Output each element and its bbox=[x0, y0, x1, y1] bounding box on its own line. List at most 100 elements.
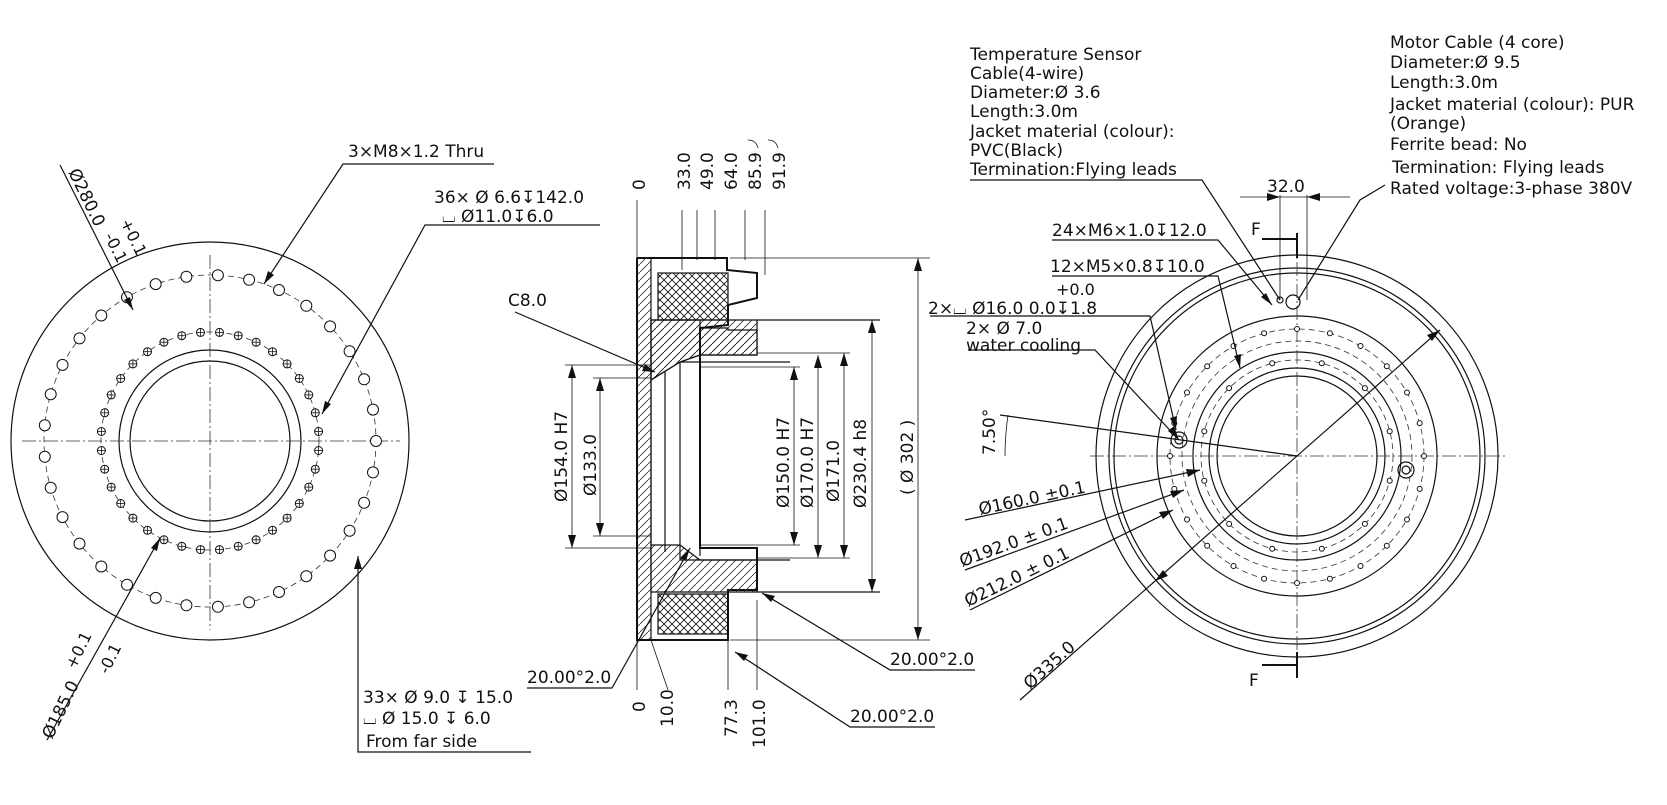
arrow-160 bbox=[1186, 469, 1200, 477]
dim-bottom-10: 10.0 bbox=[658, 689, 678, 727]
temp-sensor-note: Temperature Sensor Cable(4-wire) Diamete… bbox=[969, 45, 1177, 180]
mounting-hole bbox=[56, 358, 69, 371]
arrow-water bbox=[1168, 426, 1179, 440]
label-dia-160: Ø160.0 ±0.1 bbox=[977, 478, 1088, 520]
dim-bottom-101: 101.0 bbox=[750, 699, 770, 748]
housing-upper bbox=[650, 319, 758, 382]
m5-hole bbox=[1361, 520, 1368, 527]
svg-text:(Orange): (Orange) bbox=[1390, 114, 1466, 134]
m5-hole bbox=[1201, 428, 1208, 435]
mounting-hole bbox=[38, 419, 51, 432]
leader-angle-right-bottom bbox=[734, 651, 935, 728]
label-dia-133: Ø133.0 bbox=[581, 434, 601, 496]
m6-hole bbox=[1326, 575, 1333, 582]
label-tol-plus: +0.0 bbox=[1056, 280, 1095, 299]
label-dia-154: Ø154.0 H7 bbox=[552, 411, 572, 502]
left-view: Ø280.0 +0.1 -0.1 3×M8×1.2 Thru 36× Ø 6.6… bbox=[10, 142, 600, 753]
winding-bottom bbox=[657, 593, 729, 635]
top-dim-leaders bbox=[636, 139, 779, 275]
mounting-hole bbox=[343, 345, 356, 358]
leader-motor-cable bbox=[1297, 184, 1386, 301]
mounting-hole bbox=[44, 481, 57, 494]
dim-bottom-773: 77.3 bbox=[722, 699, 742, 737]
leader-m5 bbox=[1052, 275, 1241, 369]
svg-text:Cable(4-wire): Cable(4-wire) bbox=[970, 64, 1084, 84]
label-c8: C8.0 bbox=[508, 291, 547, 311]
label-from-far-side: From far side bbox=[366, 732, 477, 752]
svg-text:Diameter:Ø 9.5: Diameter:Ø 9.5 bbox=[1390, 53, 1521, 73]
svg-text:Termination:Flying leads: Termination:Flying leads bbox=[969, 160, 1177, 180]
m5-hole bbox=[1361, 385, 1368, 392]
dim-32-arrow-r bbox=[1307, 193, 1320, 201]
label-holes-9: 33× Ø 9.0 ↧ 15.0 bbox=[363, 688, 513, 708]
m6-hole bbox=[1416, 485, 1423, 492]
mounting-hole bbox=[95, 560, 108, 573]
label-holes-9-cbore: ⌴ Ø 15.0 ↧ 6.0 bbox=[363, 709, 491, 729]
m6-hole bbox=[1404, 516, 1410, 523]
mounting-hole bbox=[370, 435, 382, 447]
svg-text:Diameter:Ø 3.6: Diameter:Ø 3.6 bbox=[970, 83, 1101, 103]
mounting-hole bbox=[273, 586, 285, 598]
mounting-hole bbox=[73, 537, 86, 550]
dim-32-arrow-l bbox=[1267, 193, 1280, 201]
m6-hole bbox=[1357, 563, 1364, 569]
leader-750 bbox=[999, 414, 1298, 457]
arrow-c8 bbox=[642, 364, 655, 372]
mounting-hole bbox=[56, 511, 69, 524]
m5-hole bbox=[1201, 477, 1208, 484]
label-dia-171: Ø171.0 bbox=[824, 440, 844, 502]
label-dia-302: ( Ø 302 ) bbox=[898, 420, 918, 495]
plate-section bbox=[636, 257, 652, 641]
motor-cable-note: Motor Cable (4 core) Diameter:Ø 9.5 Leng… bbox=[1389, 33, 1635, 199]
svg-text:Temperature Sensor: Temperature Sensor bbox=[969, 45, 1141, 65]
dim-bottom-0: 0 bbox=[630, 701, 650, 712]
svg-text:Ferrite bead: No: Ferrite bead: No bbox=[1390, 135, 1527, 155]
arrow-angle-left bbox=[680, 548, 690, 561]
label-water-cooling: water cooling bbox=[966, 336, 1081, 356]
dim-top-919: 91.9 bbox=[770, 152, 790, 190]
svg-text:Length:3.0m: Length:3.0m bbox=[1390, 73, 1498, 93]
label-dia-2304: Ø230.4 h8 bbox=[851, 419, 871, 508]
leader-temp-sensor bbox=[970, 179, 1281, 301]
label-holes-m5: 12×M5×0.8↧10.0 bbox=[1050, 257, 1205, 277]
label-cbore-16: 2×⌴ Ø16.0 0.0↧1.8 bbox=[928, 299, 1097, 319]
arrow-m6 bbox=[1261, 293, 1272, 305]
mounting-hole bbox=[95, 309, 108, 322]
mounting-hole bbox=[243, 273, 256, 286]
leader-m6 bbox=[1052, 239, 1273, 306]
dim-top-64: 64.0 bbox=[722, 152, 742, 190]
arrow-66 bbox=[322, 401, 331, 414]
leader-192 bbox=[964, 489, 1185, 571]
m6-hole bbox=[1184, 389, 1190, 396]
label-dia-170: Ø170.0 H7 bbox=[798, 417, 818, 508]
m5-hole bbox=[1226, 520, 1233, 527]
label-pcd-inner-plus: +0.1 bbox=[62, 628, 96, 671]
m6-hole bbox=[1383, 363, 1390, 370]
label-section-f-top: F bbox=[1251, 220, 1261, 240]
mounting-hole bbox=[343, 524, 356, 537]
label-hole-7: 2× Ø 7.0 bbox=[966, 319, 1042, 339]
label-holes-m8: 3×M8×1.2 Thru bbox=[348, 142, 484, 162]
m6-hole bbox=[1204, 363, 1211, 370]
mounting-hole bbox=[367, 403, 379, 416]
leader-pcd-inner bbox=[46, 537, 161, 741]
arrow-335-a bbox=[1427, 330, 1440, 341]
leader-angle-right-top bbox=[761, 592, 975, 671]
dim-top-33: 33.0 bbox=[675, 152, 695, 190]
hole-ring-212 bbox=[1167, 326, 1427, 586]
svg-text:Rated voltage:3-phase 380V: Rated voltage:3-phase 380V bbox=[1390, 179, 1633, 199]
mounting-hole bbox=[300, 570, 313, 583]
svg-text:Termination: Flying leads: Termination: Flying leads bbox=[1391, 158, 1604, 178]
cooling-port-right bbox=[1397, 461, 1415, 479]
m6-hole bbox=[1357, 343, 1364, 349]
leader-160 bbox=[964, 469, 1201, 521]
arrow-m8 bbox=[264, 271, 274, 284]
label-angle-right-bottom: 20.00°2.0 bbox=[850, 707, 934, 727]
svg-text:Jacket material (colour):: Jacket material (colour): bbox=[969, 122, 1175, 142]
label-dia-150: Ø150.0 H7 bbox=[774, 417, 794, 508]
cooling-port-right-in bbox=[1401, 465, 1411, 475]
mounting-hole bbox=[211, 600, 224, 613]
m6-hole bbox=[1383, 542, 1390, 549]
label-dim-32: 32.0 bbox=[1267, 177, 1305, 197]
m5-hole bbox=[1269, 360, 1276, 367]
